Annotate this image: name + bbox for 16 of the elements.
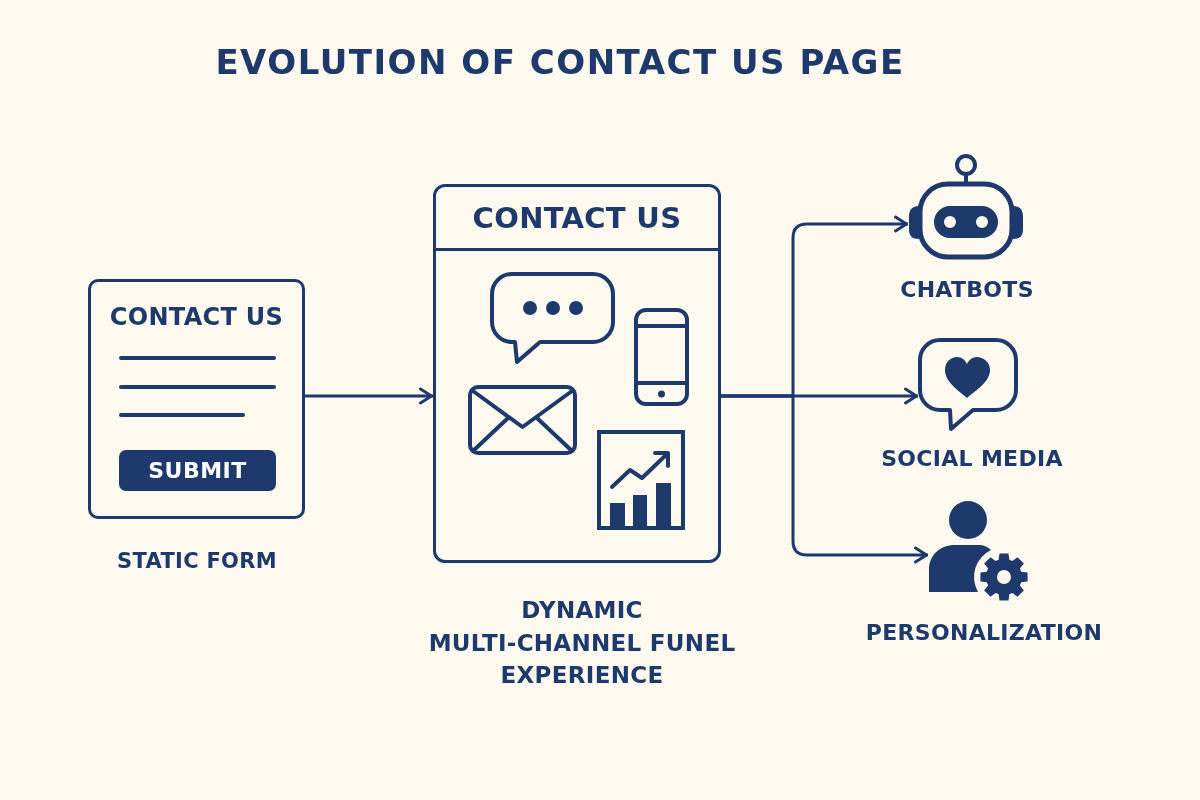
contact-page-panel — [433, 184, 721, 563]
connector-arrow — [305, 387, 433, 405]
node-caption: SOCIAL MEDIA — [881, 445, 1063, 473]
node-caption: STATIC FORM — [117, 548, 277, 575]
contact-form-card — [88, 279, 305, 519]
connector-arrow — [721, 394, 928, 564]
form-heading: CONTACT US — [109, 302, 284, 332]
node-caption: PERSONALIZATION — [865, 619, 1103, 647]
diagram-title: EVOLUTION OF CONTACT US PAGE — [215, 41, 905, 84]
submit-button: SUBMIT — [119, 450, 276, 491]
heart-speech-bubble-icon — [918, 338, 1018, 432]
panel-heading: CONTACT US — [472, 200, 682, 237]
robot-icon — [908, 153, 1024, 260]
node-caption: CHATBOTS — [900, 276, 1034, 304]
person-gear-icon — [928, 500, 1028, 601]
node-caption: DYNAMIC MULTI-CHANNEL FUNEL EXPERIENCE — [427, 596, 737, 690]
